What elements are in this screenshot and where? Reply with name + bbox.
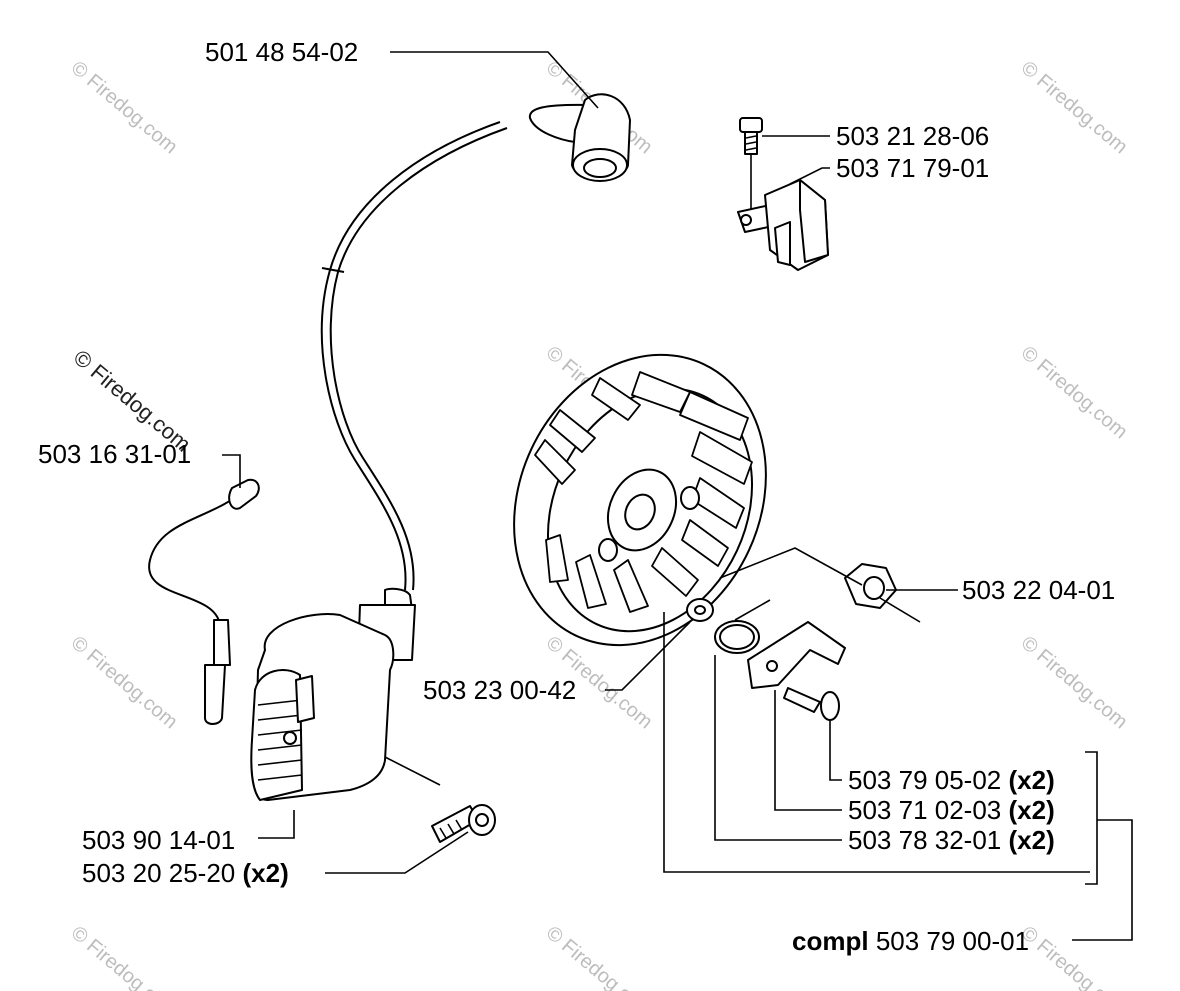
pawl-spring [714,620,760,654]
label-flywheel-nut: 503 22 04-01 [962,575,1115,605]
label-spark-plug-cap: 501 48 54-02 [205,37,358,67]
part-number: 503 20 25-20 [82,858,235,888]
washer [686,598,714,622]
watermark: © Firedog.com [1017,922,1132,991]
label-contact-screw: 503 21 28-06 [836,121,989,151]
cable-terminal [148,478,260,725]
label-ignition-module: 503 90 14-01 [82,825,235,855]
leader-lines [222,51,1133,941]
module-screw [431,804,496,843]
part-number: 503 78 32-01 [848,825,1001,855]
compl-prefix: compl [792,926,869,956]
label-pawl-spring: 503 78 32-01 (x2) [848,825,1055,855]
contact-screw [739,117,763,210]
ignition-cable [320,121,501,591]
part-number: 503 79 05-02 [848,765,1001,795]
watermark: © Firedog.com [67,632,182,733]
part-number: 503 79 00-01 [876,926,1029,956]
part-labels: 501 48 54-02 503 21 28-06 503 71 79-01 5… [38,37,1115,956]
label-module-screw: 503 20 25-20 (x2) [82,858,289,888]
watermark: © Firedog.com [67,922,182,991]
watermark: © Firedog.com [542,922,657,991]
watermark: © Firedog.com [67,57,182,158]
label-complete-assembly: compl 503 79 00-01 [792,926,1029,956]
label-pawl-screw: 503 79 05-02 (x2) [848,765,1055,795]
watermark: © Firedog.com [1017,632,1132,733]
cable-clip [321,267,345,273]
label-cable-terminal: 503 16 31-01 [38,439,191,469]
spark-plug-cap [528,93,631,182]
ignition-module [250,587,416,801]
watermark: © Firedog.com [1017,342,1132,443]
starter-pawl [747,621,846,689]
label-pawl: 503 71 02-03 (x2) [848,795,1055,825]
flywheel-nut [844,563,897,609]
quantity: (x2) [1008,825,1054,855]
pawl-screw [783,687,840,721]
ignition-cable-edge [329,127,508,591]
label-short-circuit-contact: 503 71 79-01 [836,153,989,183]
quantity: (x2) [242,858,288,888]
quantity: (x2) [1008,765,1054,795]
flywheel [513,353,767,647]
quantity: (x2) [1008,795,1054,825]
short-circuit-contact [737,179,829,271]
watermark: © Firedog.com [1017,57,1132,158]
part-number: 503 71 02-03 [848,795,1001,825]
label-washer: 503 23 00-42 [423,675,576,705]
